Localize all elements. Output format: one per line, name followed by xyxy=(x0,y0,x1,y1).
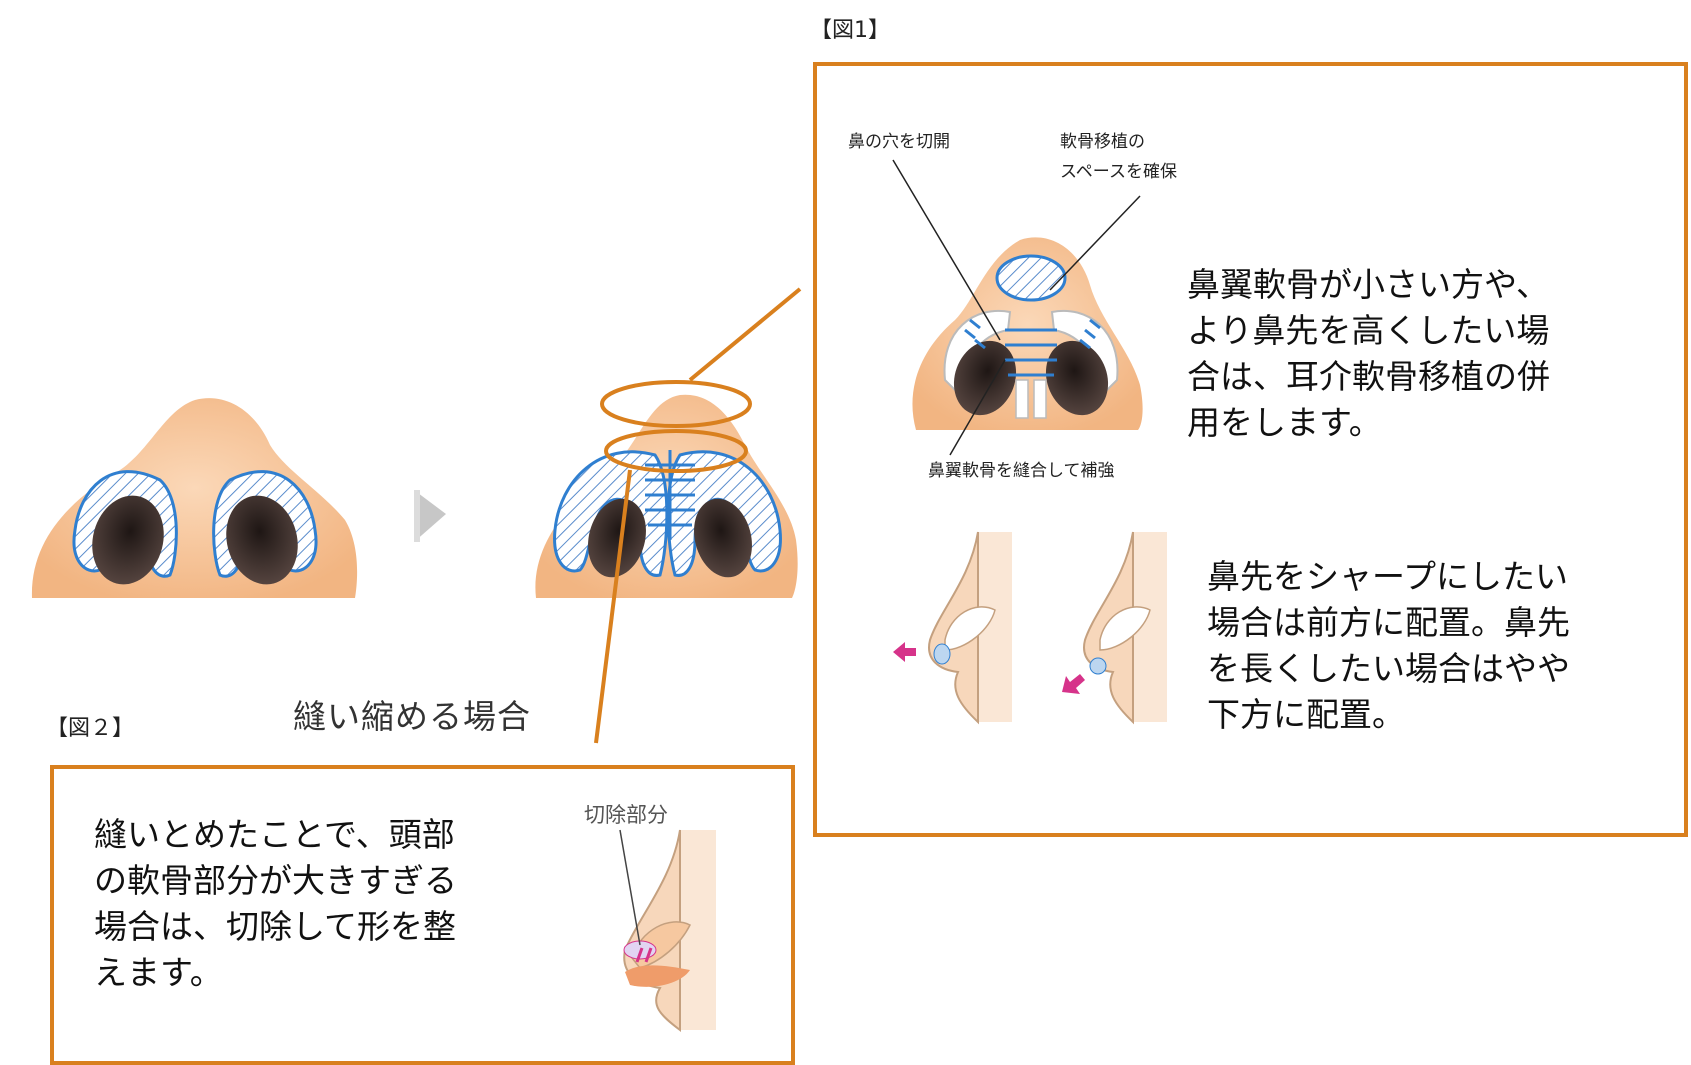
suture-marks xyxy=(645,450,695,540)
graft-space xyxy=(995,254,1067,302)
fig1-text-upper: 鼻翼軟骨が小さい方や、 より鼻先を高くしたい場 合は、耳介軟骨移植の併 用をしま… xyxy=(1187,265,1550,442)
connector-to-fig2 xyxy=(594,469,632,744)
highlight-ellipse-top xyxy=(600,380,752,428)
fig1-panel xyxy=(813,62,1688,837)
callout-excision: 切除部分 xyxy=(584,803,668,827)
callout-incision: 鼻の穴を切開 xyxy=(848,132,950,152)
downward-arrow-icon xyxy=(1062,674,1085,694)
highlight-ellipse-bottom xyxy=(604,429,748,473)
fig2-text: 縫いとめたことで、頭部 の軟骨部分が大きすぎる 場合は、切除して形を整 えます。 xyxy=(94,815,457,992)
forward-arrow-icon xyxy=(893,642,916,662)
nostril-right xyxy=(226,495,298,585)
callout-space: 軟骨移植の スペースを確保 xyxy=(1060,132,1177,182)
connector-to-fig1 xyxy=(688,287,802,382)
cartilage-after-left xyxy=(553,450,669,577)
nostril-after-left xyxy=(588,498,646,578)
fig1-label: 【図1】 xyxy=(810,18,890,43)
caption-suture-tighten: 縫い縮める場合 xyxy=(293,697,531,736)
fig2-label: 【図２】 xyxy=(46,716,135,741)
nostril-after-right xyxy=(694,498,752,578)
nostril-left xyxy=(92,495,164,585)
transition-arrow-icon xyxy=(414,490,446,542)
callout-suture: 鼻翼軟骨を縫合して補強 xyxy=(928,461,1115,481)
fig1-text-lower: 鼻先をシャープにしたい 場合は前方に配置。鼻先 を長くしたい場合はやや 下方に配… xyxy=(1207,557,1570,734)
